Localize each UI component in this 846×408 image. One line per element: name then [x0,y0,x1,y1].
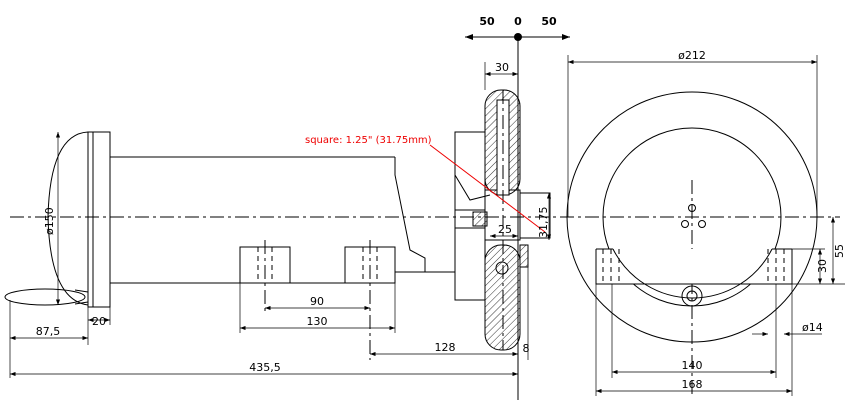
dim-212: ø212 [678,49,706,62]
scale-label-center: 0 [514,15,522,28]
side-view [4,89,551,360]
dim-55: 55 [833,244,846,258]
pivot-hole [681,285,703,307]
square-shaft-annotation: square: 1.25" (31.75mm) [305,135,432,146]
dim-150: ø150 [43,207,56,235]
dim-20: 20 [92,315,106,328]
dim-87-5: 87,5 [36,325,61,338]
dim-90: 90 [310,295,324,308]
front-view [566,91,818,395]
dim-130: 130 [307,315,328,328]
dim-25: 25 [498,223,512,236]
dim-8: 8 [523,342,530,355]
dim-168: 168 [682,378,703,391]
scale-label-right: 50 [541,15,557,28]
dim-140: 140 [682,359,703,372]
side-view-dimensions: 87,5 20 90 130 128 8 435,5 30 ø150 25 31… [9,61,552,378]
dim-14: ø14 [802,321,823,334]
dim-30-height: 30 [816,259,829,273]
dim-31-75: 31,75 [537,207,550,239]
front-view-dimensions: ø212 140 168 ø14 30 55 [567,49,846,396]
dim-128: 128 [435,341,456,354]
dim-30-top: 30 [495,61,509,74]
scale-label-left: 50 [479,15,495,28]
flange [87,131,111,308]
annotation-leader [429,144,546,233]
handle-grip [4,288,86,306]
dim-435-5: 435,5 [249,361,281,374]
handle-pivot [495,261,509,275]
